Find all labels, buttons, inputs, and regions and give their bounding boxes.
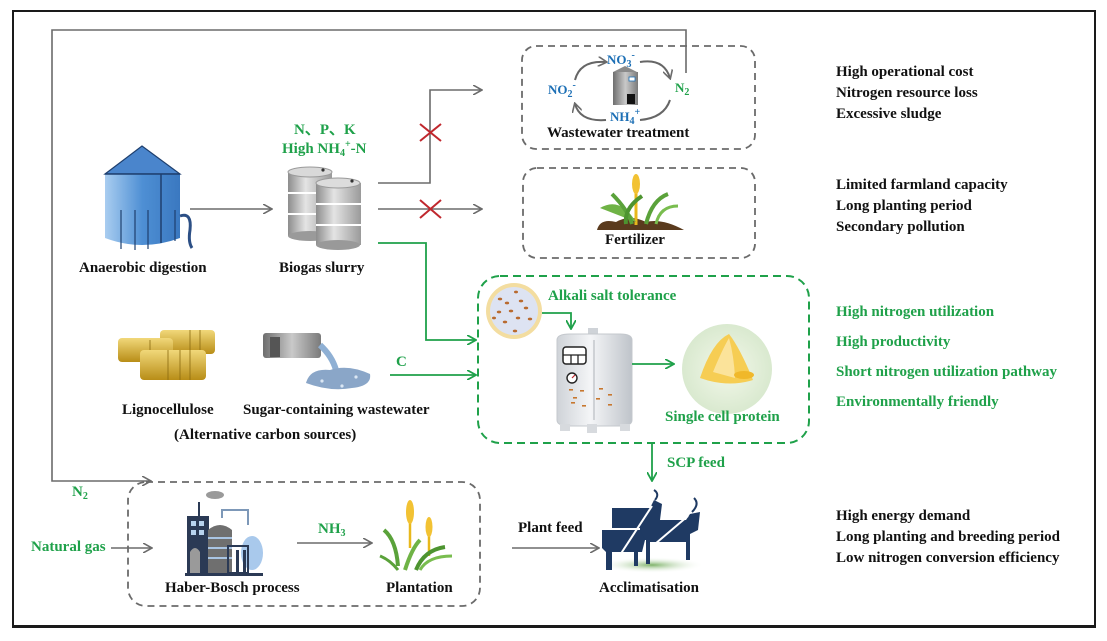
fertilizer-drawbacks: Limited farmland capacity Long planting … — [836, 175, 1008, 238]
nh3-subscript: 3 — [340, 528, 346, 539]
slurry-nutrients-label: N、P、K — [294, 122, 356, 138]
nitrate-subscript: 3 — [626, 59, 632, 70]
drawback-item: Long planting and breeding period — [836, 529, 1060, 545]
advantage-item: Short nitrogen utilization pathway — [836, 364, 1057, 380]
nh3-label: NH3 — [318, 522, 346, 539]
cattle-herd-icon — [600, 489, 704, 573]
alternative-carbon-label: (Alternative carbon sources) — [174, 427, 357, 443]
acclimatisation-label: Acclimatisation — [599, 580, 699, 596]
plant-feed-label: Plant feed — [518, 520, 583, 536]
blocked-cross-icon — [419, 199, 442, 219]
traditional-box — [127, 481, 481, 607]
drawback-item: High operational cost — [836, 64, 974, 80]
nitrite-text: NO — [548, 82, 568, 97]
microbe-to-reactor-arrow — [542, 312, 571, 328]
biogas-slurry-label: Biogas slurry — [279, 260, 365, 276]
blocked-cross-icon — [419, 123, 442, 142]
sugar-wastewater-label: Sugar-containing wastewater — [243, 402, 430, 418]
slurry-to-scp-arrow — [378, 242, 475, 340]
ammonium-ion-superscript: + — [634, 107, 641, 118]
ammonium-ion-subscript: 4 — [629, 116, 635, 127]
drawback-item: Secondary pollution — [836, 219, 965, 235]
fertilizer-plant-icon — [597, 174, 684, 230]
ammonium-suffix: -N — [350, 141, 367, 157]
wastewater-drawbacks: High operational cost Nitrogen resource … — [836, 62, 978, 125]
nitrite-label: NO2- — [548, 81, 576, 100]
drawback-item: Low nitrogen conversion efficiency — [836, 550, 1060, 566]
n2-input-label: N2 — [72, 485, 88, 502]
figure-frame — [12, 10, 1096, 628]
advantage-item: High productivity — [836, 334, 951, 350]
scp-advantages: High nitrogen utilization High productiv… — [836, 297, 1057, 417]
nitrogen-gas-subscript: 2 — [684, 87, 690, 98]
anaerobic-digestion-label: Anaerobic digestion — [79, 260, 207, 276]
nitrogen-gas-text: N — [675, 80, 685, 95]
natural-gas-label: Natural gas — [31, 539, 106, 555]
fermenter-tank-icon — [556, 328, 633, 433]
n2-subscript: 2 — [82, 491, 88, 502]
nitrite-subscript: 2 — [567, 89, 573, 100]
haber-bosch-factory-icon — [185, 491, 263, 576]
haber-bosch-label: Haber-Bosch process — [165, 580, 300, 596]
advantage-item: Environmentally friendly — [836, 394, 999, 410]
fertilizer-box — [522, 167, 756, 259]
nitrogen-cycle-icon — [575, 61, 670, 122]
scp-box — [477, 275, 810, 444]
traditional-drawbacks: High energy demand Long planting and bre… — [836, 506, 1060, 569]
drawback-item: Nitrogen resource loss — [836, 85, 978, 101]
nitrite-superscript: - — [572, 80, 576, 91]
lignocellulose-hay-icon — [118, 330, 215, 380]
slurry-to-wastewater-arrow — [378, 90, 481, 184]
drawback-item: High energy demand — [836, 508, 971, 524]
biogas-slurry-barrels-icon — [287, 166, 361, 250]
nitrogen-gas-label: N2 — [675, 81, 689, 98]
nh3-text: NH — [318, 521, 341, 537]
carbon-label: C — [396, 354, 407, 370]
ammonium-text: High NH — [282, 141, 340, 157]
plantation-crop-icon — [379, 500, 453, 571]
microbe-culture-dish-icon — [486, 283, 542, 339]
n2-recycle-line — [51, 29, 687, 481]
fertilizer-label: Fertilizer — [605, 232, 665, 248]
alkali-salt-tolerance-label: Alkali salt tolerance — [548, 288, 677, 304]
single-cell-protein-label: Single cell protein — [665, 409, 780, 425]
ammonium-ion-label: NH4+ — [610, 108, 640, 127]
drawback-item: Excessive sludge — [836, 106, 942, 122]
wastewater-box — [521, 45, 756, 150]
sugar-wastewater-pipe-icon — [263, 333, 371, 390]
lignocellulose-label: Lignocellulose — [122, 402, 214, 418]
nitrification-reactor-icon — [613, 66, 638, 105]
nitrate-text: NO — [607, 52, 627, 67]
plantation-label: Plantation — [386, 580, 453, 596]
ammonium-ion-text: NH — [610, 109, 630, 124]
nitrate-superscript: - — [631, 50, 635, 61]
ammonium-superscript: + — [344, 139, 351, 150]
drawback-item: Limited farmland capacity — [836, 177, 1008, 193]
n2-text: N — [72, 484, 83, 500]
drawback-item: Long planting period — [836, 198, 972, 214]
ammonium-subscript: 4 — [339, 148, 345, 159]
slurry-ammonium-label: High NH4+-N — [282, 140, 366, 159]
nitrate-label: NO3- — [607, 51, 635, 70]
advantage-item: High nitrogen utilization — [836, 304, 995, 320]
anaerobic-digester-icon — [103, 145, 194, 250]
scp-powder-icon — [682, 324, 772, 414]
wastewater-treatment-label: Wastewater treatment — [547, 125, 690, 141]
scp-feed-label: SCP feed — [667, 455, 725, 471]
